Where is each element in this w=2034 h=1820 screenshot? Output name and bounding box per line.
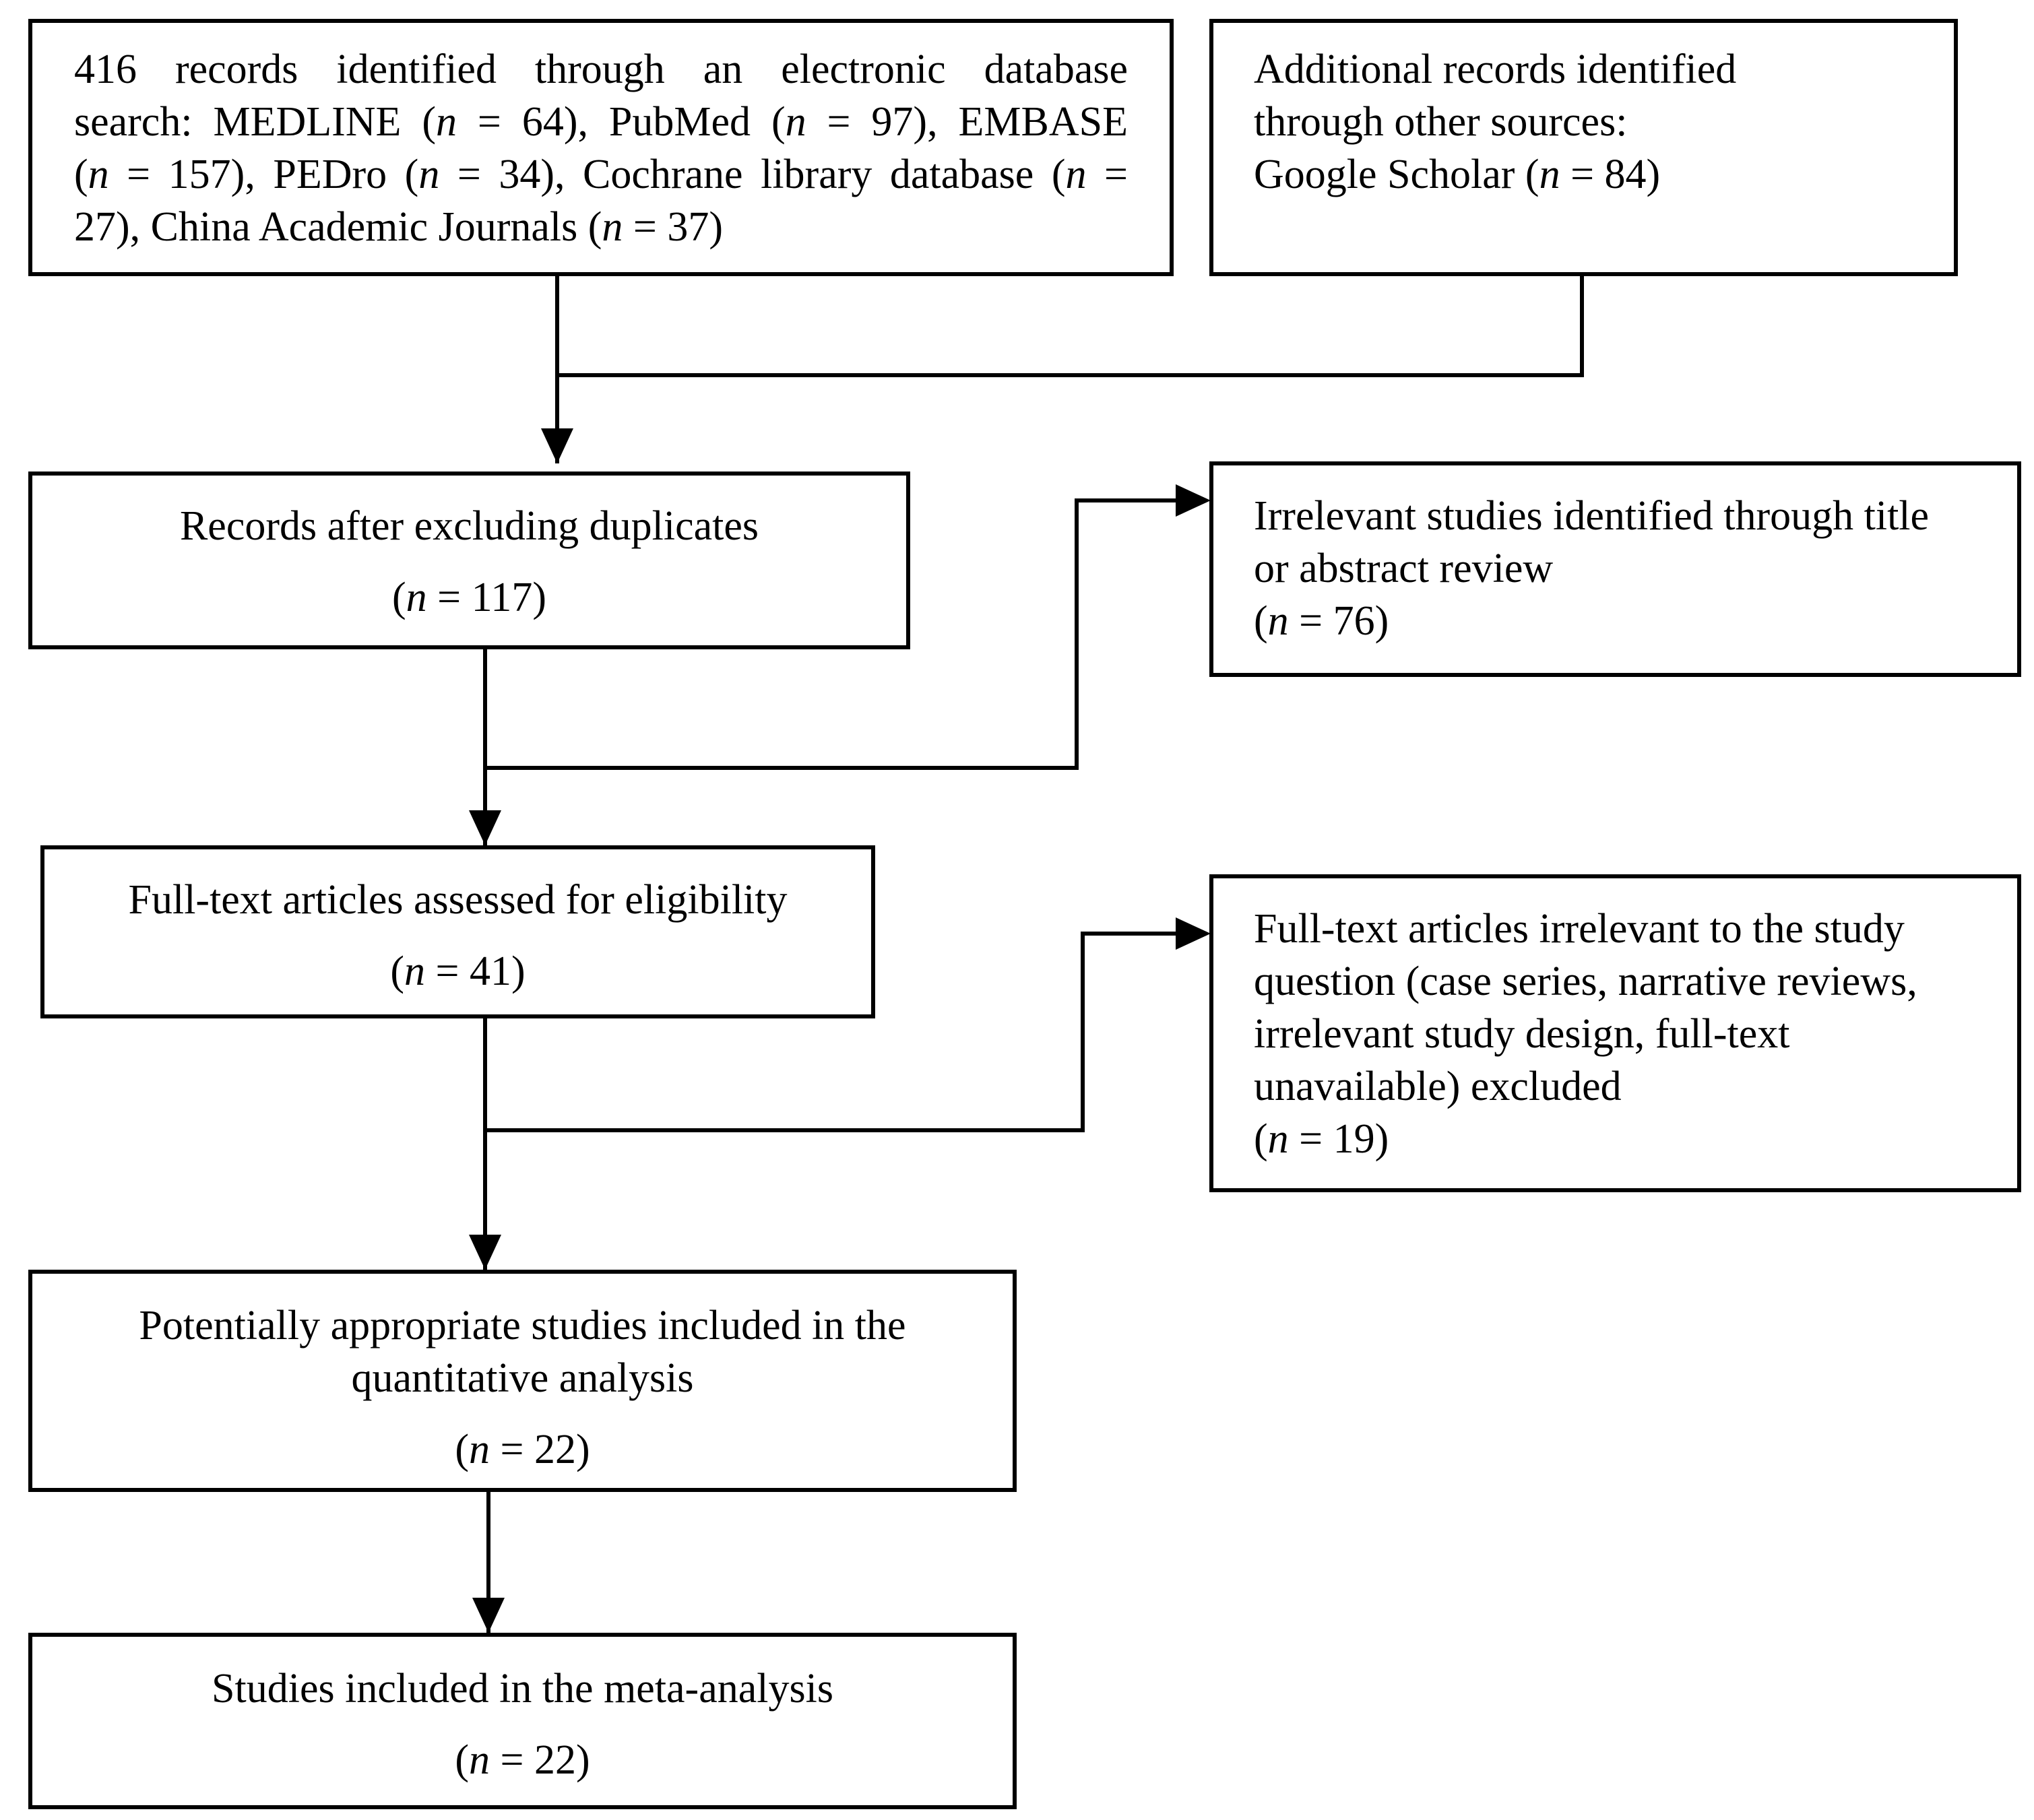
- database-search-box: 416 records identified through an electr…: [28, 19, 1174, 276]
- other-sources-line-1: Additional records identified: [1254, 46, 1737, 92]
- fulltext-exclusion-line-2: question (case series, narrative reviews…: [1254, 958, 1917, 1004]
- connector-to-fulltext-exclusion: [485, 932, 1176, 1132]
- arrowhead-title-abstract-exclusion: [1176, 484, 1211, 517]
- arrowhead-fulltext-assessed: [469, 810, 501, 845]
- database-line-1: 416 records identified through an electr…: [74, 46, 1128, 92]
- database-line-2: search: MEDLINE (n = 64), PubMed (n = 97…: [74, 99, 1128, 145]
- other-sources-line-2: through other sources:: [1254, 99, 1628, 145]
- other-sources-line-3: Google Scholar (n = 84): [1254, 152, 1661, 197]
- arrowhead-fulltext-exclusion: [1176, 917, 1211, 950]
- connector-other-sources-to-merge: [557, 275, 1584, 377]
- deduplicated-label: Records after excluding duplicates: [179, 503, 759, 549]
- other-sources-box: Additional records identified through ot…: [1209, 19, 1958, 276]
- arrowhead-deduplicated: [541, 428, 573, 463]
- arrowhead-quantitative: [469, 1235, 501, 1270]
- fulltext-exclusion-line-3: irrelevant study design, full-text: [1254, 1011, 1790, 1057]
- fulltext-exclusion-line-4: unavailable) excluded: [1254, 1064, 1622, 1109]
- fulltext-exclusion-line-1: Full-text articles irrelevant to the stu…: [1254, 906, 1905, 952]
- fulltext-assessed-count: (n = 41): [390, 948, 526, 994]
- title-abstract-count: (n = 76): [1254, 598, 1389, 644]
- database-line-3: (n = 157), PEDro (n = 34), Cochrane libr…: [74, 152, 1128, 197]
- quantitative-line-1: Potentially appropriate studies included…: [139, 1303, 906, 1348]
- title-abstract-line-2: or abstract review: [1254, 546, 1554, 591]
- quantitative-line-2: quantitative analysis: [351, 1355, 694, 1401]
- meta-analysis-box: Studies included in the meta-analysis (n…: [28, 1633, 1017, 1809]
- fulltext-assessed-label: Full-text articles assessed for eligibil…: [128, 877, 788, 923]
- title-abstract-exclusion-box: Irrelevant studies identified through ti…: [1209, 461, 2021, 677]
- meta-analysis-label: Studies included in the meta-analysis: [212, 1666, 833, 1712]
- meta-analysis-count: (n = 22): [455, 1737, 590, 1783]
- fulltext-assessed-box: Full-text articles assessed for eligibil…: [40, 845, 875, 1018]
- quantitative-count: (n = 22): [455, 1427, 590, 1472]
- database-line-4: 27), China Academic Journals (n = 37): [74, 204, 724, 250]
- deduplicated-box: Records after excluding duplicates (n = …: [28, 472, 910, 649]
- fulltext-exclusion-count: (n = 19): [1254, 1116, 1389, 1162]
- arrowhead-meta-analysis: [472, 1598, 505, 1633]
- fulltext-exclusion-box: Full-text articles irrelevant to the stu…: [1209, 874, 2021, 1192]
- title-abstract-line-1: Irrelevant studies identified through ti…: [1254, 493, 1930, 539]
- connector-to-title-abstract-exclusion: [485, 498, 1176, 770]
- quantitative-analysis-box: Potentially appropriate studies included…: [28, 1270, 1017, 1492]
- deduplicated-count: (n = 117): [392, 575, 546, 620]
